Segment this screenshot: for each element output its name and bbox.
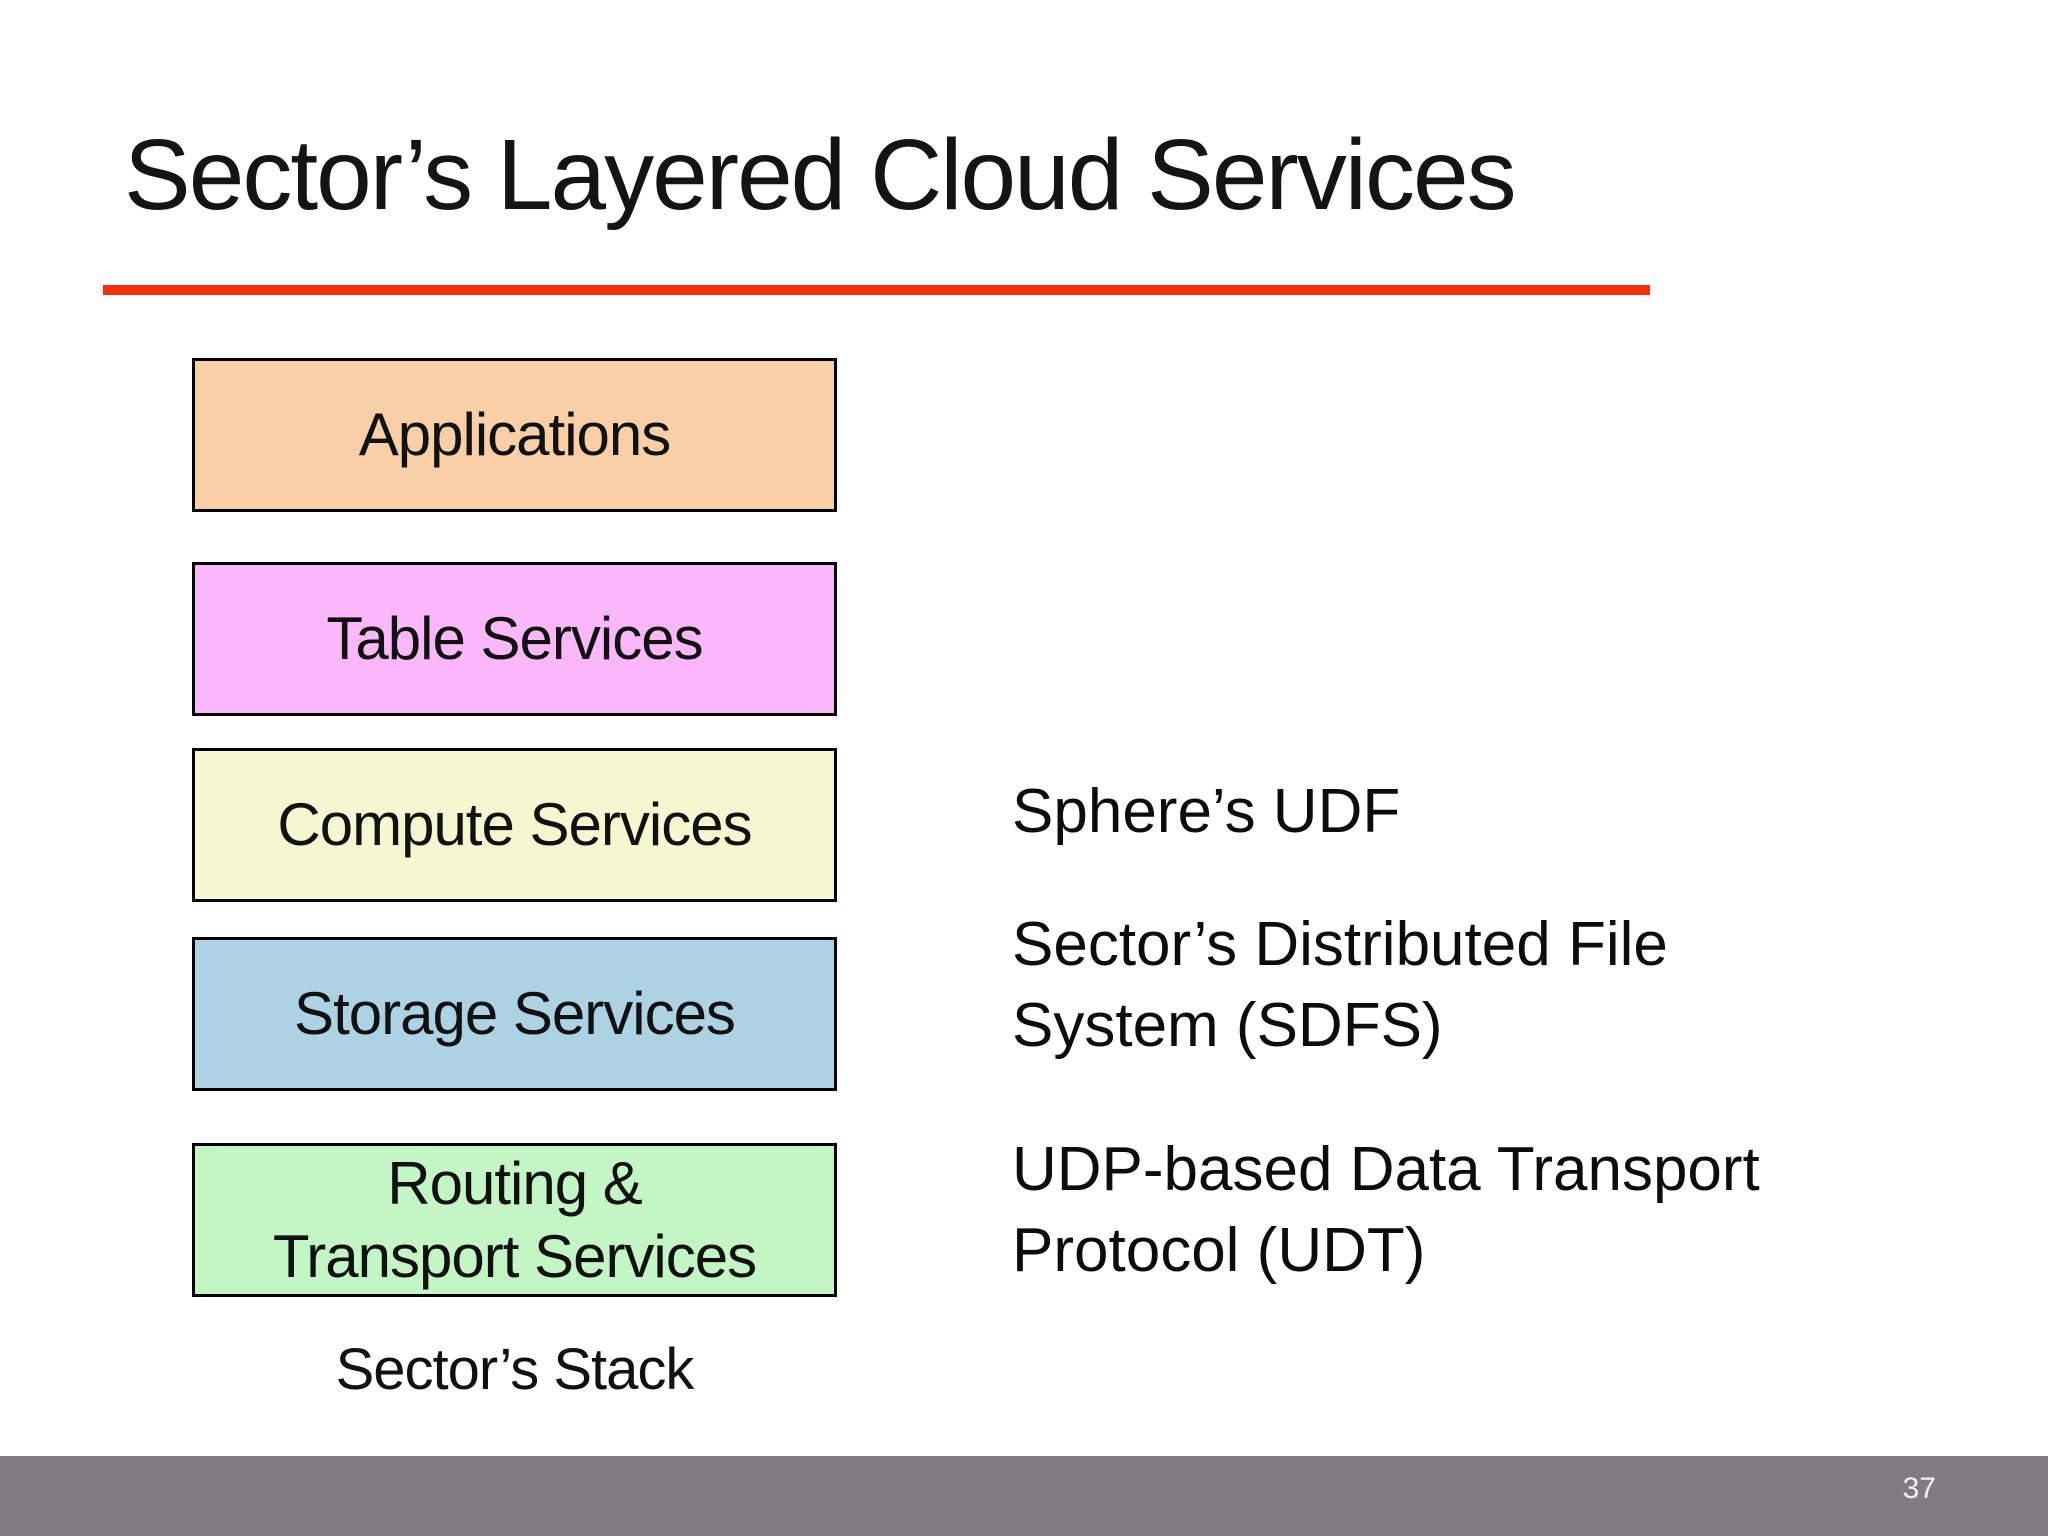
stack-layer-applications: Applications bbox=[192, 358, 837, 512]
stack-layer-storage-services: Storage Services bbox=[192, 937, 837, 1091]
page-title: Sector’s Layered Cloud Services bbox=[124, 119, 1517, 231]
stack-caption: Sector’s Stack bbox=[335, 1337, 695, 1402]
annotation-sphere-udf: Sphere’s UDF bbox=[1012, 777, 1401, 846]
stack-layer-compute-services: Compute Services bbox=[192, 748, 837, 902]
annotation-sector-sdfs: Sector’s Distributed File System (SDFS) bbox=[1012, 910, 1668, 1060]
page-number: 37 bbox=[1902, 1472, 1936, 1505]
stack-layer-table-services: Table Services bbox=[192, 562, 837, 716]
stack-layer-routing-transport-services: Routing & Transport Services bbox=[192, 1143, 837, 1297]
annotation-udt: UDP-based Data Transport Protocol (UDT) bbox=[1012, 1135, 1760, 1285]
footer-bar: 37 bbox=[0, 1456, 2048, 1536]
title-accent-underline bbox=[103, 285, 1650, 295]
